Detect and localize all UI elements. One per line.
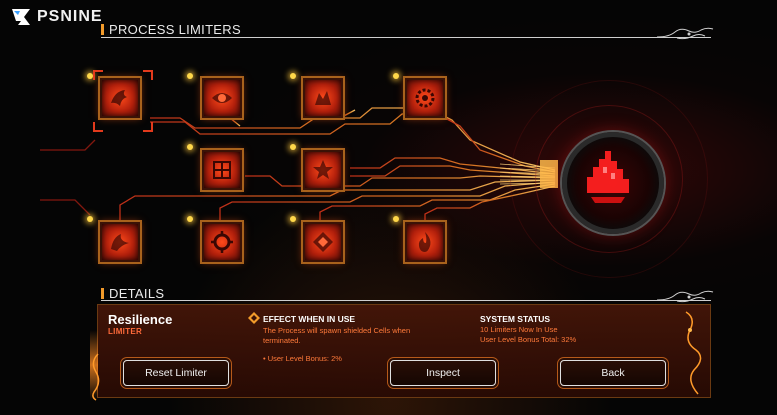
selected-item-name: Resilience	[108, 312, 173, 327]
node-indicator-dot	[290, 216, 296, 222]
limiter-node-cog[interactable]	[403, 76, 447, 120]
star-icon	[313, 160, 333, 179]
selection-corner	[93, 70, 103, 80]
node-indicator-dot	[393, 73, 399, 79]
selection-corner	[143, 122, 153, 132]
selected-item-type: LIMITER	[108, 327, 143, 336]
grid-icon	[213, 161, 231, 179]
node-indicator-dot	[87, 73, 93, 79]
details-divider	[101, 300, 711, 301]
node-indicator-dot	[87, 216, 93, 222]
details-header: DETAILS	[101, 286, 164, 301]
limiter-node-star[interactable]	[301, 148, 345, 192]
logo-text: PSNINE	[37, 8, 103, 25]
header-divider	[101, 37, 711, 38]
selection-corner	[93, 122, 103, 132]
gear-icon	[211, 231, 233, 253]
wing-icon	[111, 234, 129, 251]
reset-limiter-button[interactable]: Reset Limiter	[123, 360, 229, 386]
circuit-traces	[40, 99, 556, 241]
limiter-node-bird[interactable]	[98, 76, 142, 120]
cog-icon	[415, 88, 435, 108]
limiter-node-diamond[interactable]	[301, 220, 345, 264]
header-ornament-icon	[656, 27, 714, 40]
node-indicator-dot	[290, 73, 296, 79]
process-limiters-title: PROCESS LIMITERS	[109, 22, 241, 37]
system-status-title: SYSTEM STATUS	[480, 314, 551, 324]
limiter-node-flame[interactable]	[403, 220, 447, 264]
core-inner-ring	[535, 105, 683, 253]
effect-title: EFFECT WHEN IN USE	[263, 314, 356, 324]
node-indicator-dot	[187, 144, 193, 150]
node-indicator-dot	[187, 73, 193, 79]
flame-icon	[418, 232, 431, 252]
process-limiters-header: PROCESS LIMITERS	[101, 22, 241, 37]
eye-icon	[212, 93, 232, 103]
node-indicator-dot	[290, 144, 296, 150]
process-core	[562, 132, 664, 234]
node-indicator-dot	[187, 216, 193, 222]
limiter-node-wing[interactable]	[98, 220, 142, 264]
limiter-node-gear[interactable]	[200, 220, 244, 264]
details-title: DETAILS	[109, 286, 165, 301]
psnine-logo: PSNINE	[10, 7, 103, 27]
core-outer-ring	[510, 80, 708, 278]
psnine-logo-icon	[12, 9, 30, 25]
effect-diamond-icon	[248, 312, 260, 324]
level-bonus-total: User Level Bonus Total: 32%	[480, 335, 577, 344]
effect-bonus: • User Level Bonus: 2%	[263, 354, 342, 363]
limiter-node-grid[interactable]	[200, 148, 244, 192]
selection-corner	[143, 70, 153, 80]
effect-description: The Process will spawn shielded Cells wh…	[263, 326, 411, 345]
header-tab-marker	[101, 288, 104, 299]
diamond-icon	[313, 232, 333, 252]
details-ornament-icon	[656, 290, 714, 303]
bird-icon	[111, 90, 127, 106]
core-city-icon	[587, 151, 629, 203]
inspect-button[interactable]: Inspect	[390, 360, 496, 386]
limiters-in-use: 10 Limiters Now In Use	[480, 325, 558, 334]
left-panel-ornament-icon	[92, 353, 100, 401]
limiter-node-dragon[interactable]	[301, 76, 345, 120]
dragon-icon	[315, 91, 331, 105]
back-button[interactable]: Back	[560, 360, 666, 386]
header-tab-marker	[101, 24, 104, 35]
limiter-node-eye[interactable]	[200, 76, 244, 120]
right-panel-ornament-icon	[685, 311, 702, 395]
node-indicator-dot	[393, 216, 399, 222]
